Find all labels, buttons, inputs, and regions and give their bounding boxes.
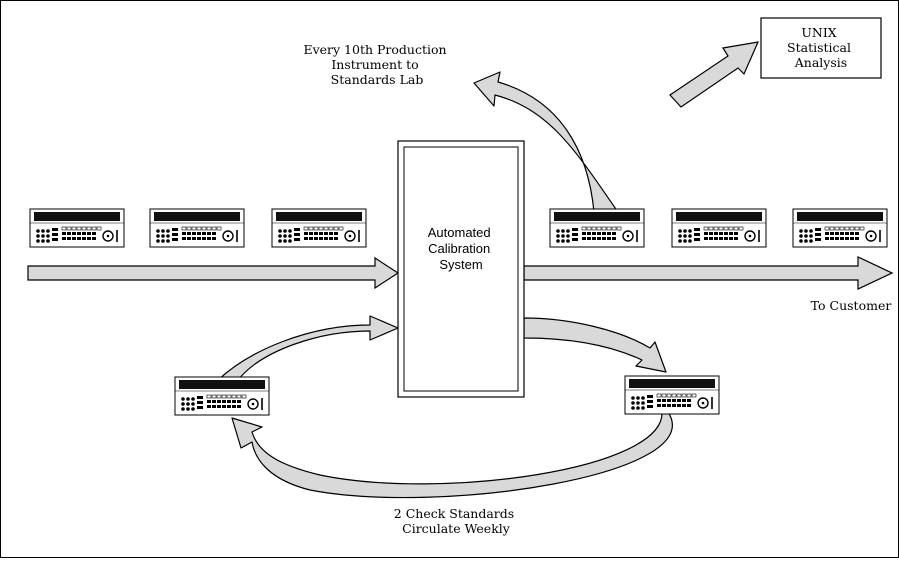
- svg-text:Every 10th Production Inst: Every 10th Production Instrument to Stan…: [303, 42, 450, 87]
- unix-label-2: Statistical: [787, 40, 851, 55]
- svg-text:UNIX Statistical Analy: UNIX Statistical Analysis: [787, 25, 855, 70]
- calibrator-instrument-icon: [149, 208, 245, 248]
- system-to-standard-arrow: [523, 317, 667, 373]
- unix-label-1: UNIX: [801, 25, 836, 40]
- calibrator-instrument-icon: [549, 208, 645, 248]
- check-standards-loop-arrow: [231, 411, 673, 499]
- calibrator-instrument-icon: [792, 208, 888, 248]
- to-customer-arrow: [523, 256, 894, 290]
- check-standards-label-1: 2 Check Standards: [394, 506, 514, 521]
- unix-label-3: Analysis: [794, 55, 847, 70]
- production-to-lab-label-2: Instrument to: [331, 57, 418, 72]
- check-standard-instrument-icon: [174, 376, 270, 416]
- production-line-arrow: [27, 256, 400, 290]
- calibration-system-label-1: Automated: [428, 225, 491, 240]
- calibration-system-label-2: Calibration: [428, 241, 490, 256]
- unix-analysis-box: [760, 17, 882, 79]
- calibrator-instrument-icon: [271, 208, 367, 248]
- to-customer-label: To Customer: [811, 298, 892, 313]
- calibrator-instrument-icon: [671, 208, 767, 248]
- production-to-lab-label-3: Standards Lab: [331, 72, 424, 87]
- calibrator-instrument-icon: [29, 208, 125, 248]
- svg-text:Automated Calibration: Automated Calibration System: [428, 225, 495, 272]
- production-to-lab-arrow: [473, 71, 619, 213]
- production-to-lab-label-1: Every 10th Production: [303, 42, 446, 57]
- standard-to-system-arrow: [217, 315, 399, 381]
- svg-text:2 Check Standards Circulat: 2 Check Standards Circulate Weekly: [394, 506, 518, 536]
- to-unix-arrow: [669, 41, 759, 108]
- check-standards-label-2: Circulate Weekly: [402, 521, 511, 536]
- check-standard-instrument-icon: [624, 375, 720, 415]
- calibration-system-label-3: System: [439, 257, 482, 272]
- calibration-system-inner: [403, 146, 519, 392]
